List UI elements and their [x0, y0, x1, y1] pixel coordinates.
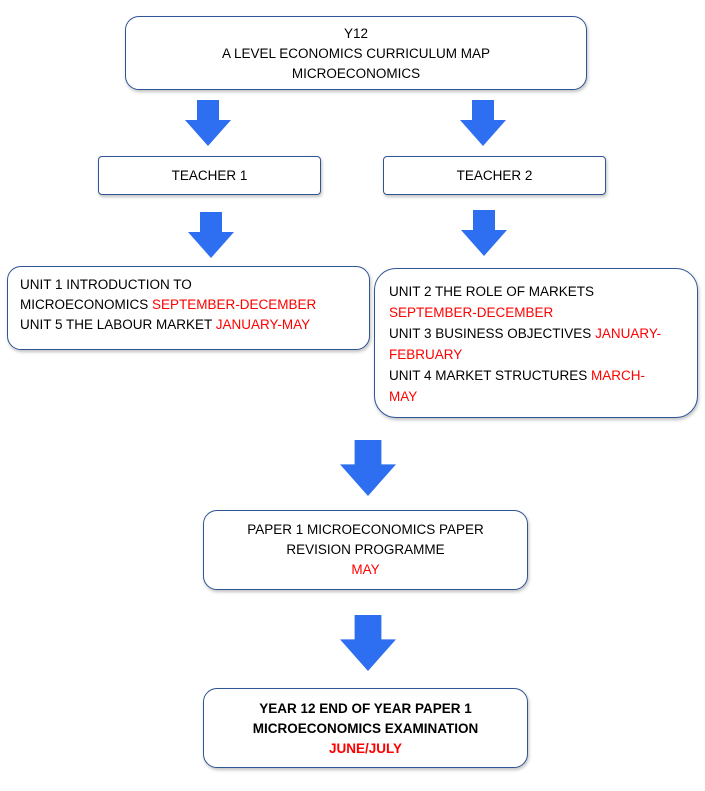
- revision-box: PAPER 1 MICROECONOMICS PAPER REVISION PR…: [203, 510, 528, 590]
- title-curriculum: A LEVEL ECONOMICS CURRICULUM MAP: [221, 46, 491, 61]
- unit-5-line: UNIT 5 THE LABOUR MARKET JANUARY-MAY: [20, 315, 369, 335]
- unit-3-dates-start: JANUARY-: [595, 326, 662, 341]
- unit-2-label: UNIT 2 THE ROLE OF MARKETS: [389, 284, 595, 299]
- exam-title: YEAR 12 END OF YEAR PAPER 1: [259, 701, 472, 716]
- title-year: Y12: [343, 26, 369, 41]
- revision-date: MAY: [351, 562, 380, 577]
- unit-3-label: UNIT 3 BUSINESS OBJECTIVES: [389, 326, 596, 341]
- teacher-1-label: TEACHER 1: [171, 168, 248, 183]
- unit-5-dates: JANUARY-MAY: [215, 317, 311, 332]
- teacher-1-units-box: UNIT 1 INTRODUCTION TO MICROECONOMICS SE…: [7, 266, 370, 350]
- revision-paper: PAPER 1 MICROECONOMICS PAPER: [247, 522, 484, 537]
- teacher-2-box: TEACHER 2: [383, 156, 606, 195]
- down-arrow-icon: [185, 100, 231, 146]
- exam-box: YEAR 12 END OF YEAR PAPER 1 MICROECONOMI…: [203, 688, 528, 768]
- unit-3-line: UNIT 3 BUSINESS OBJECTIVES JANUARY-: [389, 323, 697, 344]
- title-subject: MICROECONOMICS: [291, 66, 421, 81]
- unit-1-subject: MICROECONOMICS: [20, 297, 153, 312]
- unit-2-dates: SEPTEMBER-DECEMBER: [389, 305, 554, 320]
- down-arrow-icon: [460, 100, 506, 146]
- unit-4-line: UNIT 4 MARKET STRUCTURES MARCH-: [389, 365, 697, 386]
- revision-programme: REVISION PROGRAMME: [286, 542, 445, 557]
- exam-date: JUNE/JULY: [328, 741, 403, 756]
- unit-1-dates: SEPTEMBER-DECEMBER: [152, 297, 317, 312]
- down-arrow-icon: [188, 212, 234, 258]
- teacher-2-label: TEACHER 2: [456, 168, 533, 183]
- title-box: Y12 A LEVEL ECONOMICS CURRICULUM MAP MIC…: [125, 16, 587, 90]
- unit-3-dates-end: FEBRUARY: [389, 347, 463, 362]
- exam-subject: MICROECONOMICS EXAMINATION: [252, 721, 479, 736]
- unit-1-label: UNIT 1 INTRODUCTION TO: [20, 277, 192, 292]
- unit-4-dates-end: MAY: [389, 389, 418, 404]
- unit-5-label: UNIT 5 THE LABOUR MARKET: [20, 317, 216, 332]
- unit-4-label: UNIT 4 MARKET STRUCTURES: [389, 368, 592, 383]
- teacher-1-box: TEACHER 1: [98, 156, 321, 195]
- down-arrow-icon: [461, 210, 507, 256]
- unit-4-dates-start: MARCH-: [591, 368, 646, 383]
- teacher-2-units-box: UNIT 2 THE ROLE OF MARKETS SEPTEMBER-DEC…: [374, 268, 698, 418]
- unit-1-line: MICROECONOMICS SEPTEMBER-DECEMBER: [20, 295, 369, 315]
- down-arrow-icon: [339, 615, 397, 671]
- down-arrow-icon: [339, 440, 397, 496]
